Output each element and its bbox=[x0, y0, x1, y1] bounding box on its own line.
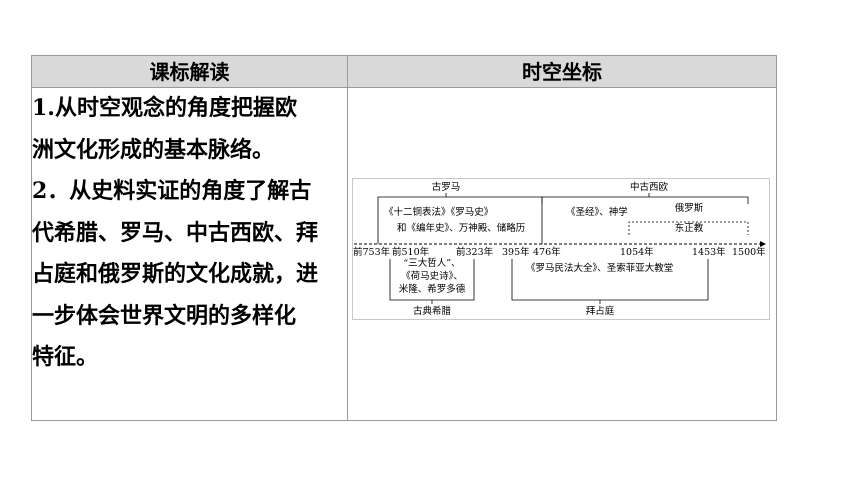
date-1500: 1500年 bbox=[732, 246, 766, 258]
rome-note-2: 和《编年史》、万神殿、储略历 bbox=[397, 222, 525, 234]
byzantium-notes-sides bbox=[511, 259, 709, 295]
byzantium-note: 《罗马民法大全》、圣索菲亚大教堂 bbox=[526, 262, 673, 274]
byzantium-brace bbox=[511, 295, 709, 301]
greece-note-1: “三大哲人”、 bbox=[403, 257, 460, 269]
byzantium-label: 拜占庭 bbox=[586, 305, 615, 317]
time-space-cell: 古罗马 中古西欧 《十二铜表法》《罗马史》 和《编年史》、万神殿、储略历 《圣经… bbox=[347, 87, 777, 421]
ancient-greece-label: 古典希腊 bbox=[413, 305, 452, 317]
rome-note-1: 《十二铜表法》《罗马史》 bbox=[384, 206, 493, 218]
timeline-frame bbox=[352, 178, 770, 320]
greece-note-2: 《荷马史诗》、 bbox=[401, 270, 463, 282]
date-510bc: 前510年 bbox=[392, 246, 430, 258]
header-time-space-coordinates: 时空坐标 bbox=[347, 55, 777, 88]
reading-line-3: 2．从史料实证的角度了解古 bbox=[32, 178, 312, 204]
russia-label: 俄罗斯 bbox=[675, 202, 704, 214]
reading-line-6: 一步体会世界文明的多样化 bbox=[32, 302, 297, 329]
rome-notes-sides bbox=[377, 204, 543, 244]
greece-notes-sides bbox=[389, 259, 475, 295]
reading-line-5: 占庭和俄罗斯的文化成就，进 bbox=[32, 261, 319, 287]
medieval-brace bbox=[541, 196, 749, 204]
curriculum-reading-cell: 1.从时空观念的角度把握欧 洲文化形成的基本脉络。 2．从史料实证的角度了解古 … bbox=[31, 87, 348, 421]
date-753bc: 前753年 bbox=[353, 246, 391, 258]
reading-line-4: 代希腊、罗马、中古西欧、拜 bbox=[32, 219, 319, 246]
orthodox-note: 东正教 bbox=[675, 222, 704, 234]
date-476: 476年 bbox=[533, 246, 561, 258]
medieval-note: 《圣经》、神学 bbox=[566, 206, 628, 218]
greece-note-3: 米隆、希罗多德 bbox=[399, 283, 466, 295]
curriculum-reading-text: 1.从时空观念的角度把握欧 洲文化形成的基本脉络。 2．从史料实证的角度了解古 … bbox=[32, 88, 347, 379]
reading-line-2: 洲文化形成的基本脉络。 bbox=[32, 136, 275, 163]
date-323bc: 前323年 bbox=[456, 246, 494, 258]
content-table: 课标解读 时空坐标 1.从时空观念的角度把握欧 洲文化形成的基本脉络。 2．从史… bbox=[31, 55, 777, 421]
timeline-diagram: 古罗马 中古西欧 《十二铜表法》《罗马史》 和《编年史》、万神殿、储略历 《圣经… bbox=[352, 178, 770, 320]
reading-line-7: 特征。 bbox=[32, 344, 99, 370]
date-395: 395年 bbox=[502, 246, 530, 258]
timeline-arrow bbox=[760, 241, 766, 247]
reading-line-1: 1.从时空观念的角度把握欧 bbox=[32, 95, 297, 121]
date-1453: 1453年 bbox=[692, 246, 726, 258]
ancient-rome-label: 古罗马 bbox=[432, 181, 461, 193]
russia-dashed-bracket bbox=[628, 221, 749, 235]
date-1054: 1054年 bbox=[620, 246, 654, 258]
medieval-west-europe-label: 中古西欧 bbox=[630, 181, 669, 193]
header-curriculum-reading: 课标解读 bbox=[31, 55, 348, 88]
